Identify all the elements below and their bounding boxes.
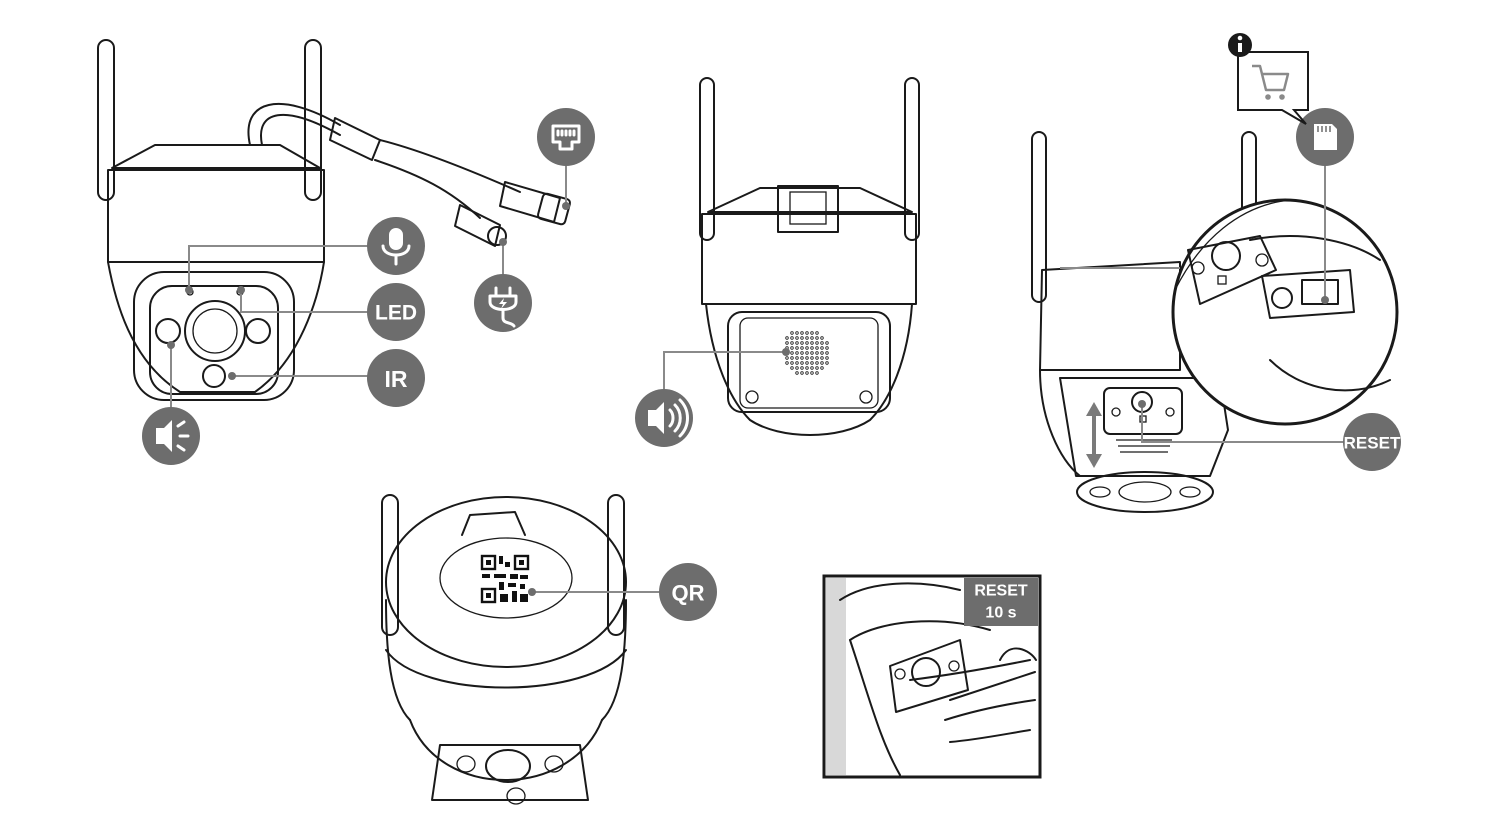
antenna-right xyxy=(304,39,322,201)
reset-hint-line2: 10 s xyxy=(985,605,1016,622)
camera-top-view: QR xyxy=(381,494,717,805)
led-badge: LED xyxy=(367,283,425,341)
microphone-icon xyxy=(367,217,425,275)
reset-label: RESET xyxy=(1344,434,1401,453)
power-plug-icon xyxy=(474,274,532,332)
sd-card-icon xyxy=(1296,108,1354,166)
camera-reset-view: RESET xyxy=(1031,33,1401,513)
speaker-icon xyxy=(142,407,200,465)
cart-icon xyxy=(1252,64,1290,100)
reset-hint-line1: RESET xyxy=(974,583,1028,600)
antenna-left xyxy=(97,39,115,201)
reset-badge: RESET xyxy=(1343,413,1401,471)
qr-badge: QR xyxy=(659,563,717,621)
camera-back-view xyxy=(635,77,920,447)
info-icon xyxy=(1228,33,1252,57)
cart-callout xyxy=(1228,33,1309,125)
speaker-grille xyxy=(785,331,829,375)
ir-label: IR xyxy=(385,366,408,392)
qr-code-icon xyxy=(480,554,530,604)
ir-badge: IR xyxy=(367,349,425,407)
reset-inset: RESET 10 s xyxy=(822,574,1042,779)
ethernet-icon xyxy=(537,108,595,166)
speaker-sound-icon xyxy=(635,389,693,447)
led-label: LED xyxy=(375,302,417,325)
camera-front-view: LED IR xyxy=(97,39,595,465)
qr-label: QR xyxy=(672,581,705,606)
